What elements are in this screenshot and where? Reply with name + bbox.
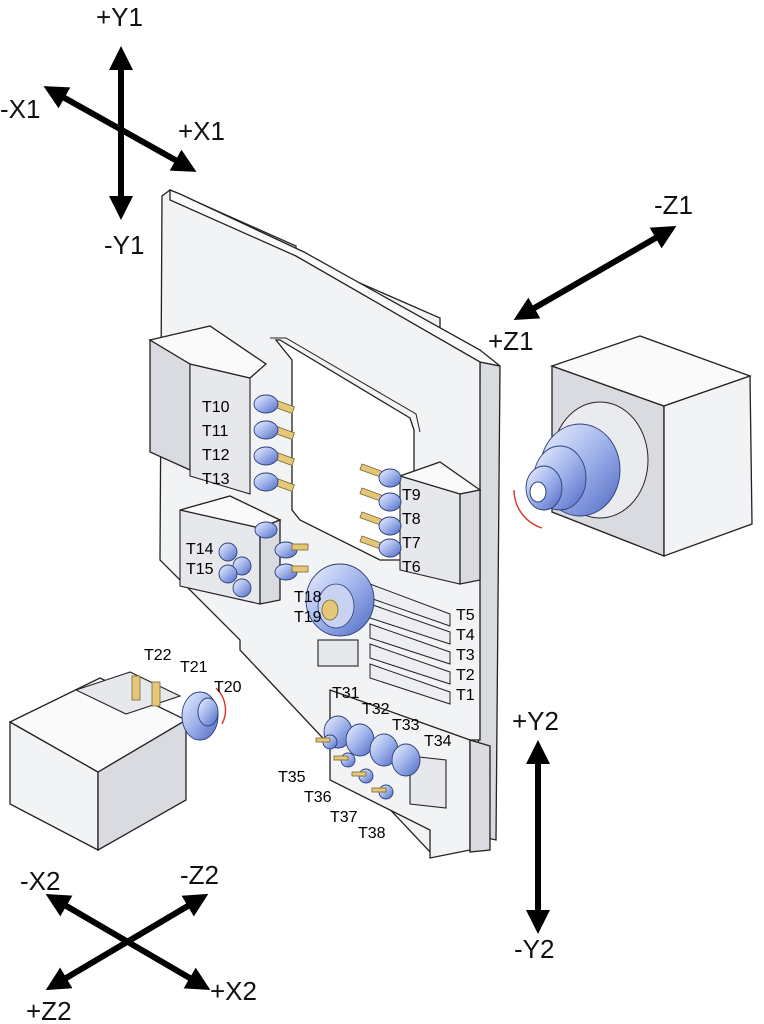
axis-label-z1-neg: -Z1 <box>654 190 693 220</box>
tool-label-t21: T21 <box>180 659 208 676</box>
tool-label-t38: T38 <box>358 825 386 842</box>
tool-label-t18: T18 <box>294 589 322 606</box>
tool-label-t15: T15 <box>186 561 214 578</box>
tool-label-t12: T12 <box>202 447 230 464</box>
tool-label-t31: T31 <box>332 685 360 702</box>
axis-label-y2-neg: -Y2 <box>514 934 554 964</box>
axis-z1-arrow <box>513 225 677 321</box>
tool-label-t35: T35 <box>278 769 306 786</box>
tool-label-t2: T2 <box>456 667 475 684</box>
tool-label-t10: T10 <box>202 399 230 416</box>
axis-x1-arrow <box>43 86 197 172</box>
tool-label-t34: T34 <box>424 733 452 750</box>
tool-label-t4: T4 <box>456 627 475 644</box>
tool-label-t7: T7 <box>402 535 421 552</box>
turret-spindle-t18-t19 <box>305 563 375 667</box>
holder-block-t10-t13 <box>148 325 268 495</box>
tool-label-t22: T22 <box>144 647 172 664</box>
tool-label-t9: T9 <box>402 487 421 504</box>
live-tools-t31-t38 <box>315 715 421 800</box>
tool-label-t32: T32 <box>362 701 390 718</box>
tool-label-t36: T36 <box>304 789 332 806</box>
tool-label-t8: T8 <box>402 511 421 528</box>
axis-label-x2-neg: -X2 <box>20 866 60 896</box>
tool-label-t3: T3 <box>456 647 475 664</box>
live-tools-t6-t9 <box>359 463 402 558</box>
tool-label-t6: T6 <box>402 559 421 576</box>
tool-label-t14: T14 <box>186 541 214 558</box>
tool-label-t20: T20 <box>214 679 242 696</box>
tool-label-t37: T37 <box>330 809 358 826</box>
axis-label-z2-neg: -Z2 <box>180 860 219 890</box>
main-spindle-z1 <box>513 335 753 557</box>
live-tools-t10-t13 <box>253 394 295 492</box>
holder-block-t6-t9 <box>397 461 482 585</box>
tool-label-t1: T1 <box>456 687 475 704</box>
tool-label-t19: T19 <box>294 609 322 626</box>
axis-label-z1-pos: +Z1 <box>488 326 534 356</box>
tool-label-t5: T5 <box>456 607 475 624</box>
live-tools-t14-t15 <box>218 521 309 598</box>
axis-label-y1-pos: +Y1 <box>96 2 143 32</box>
tool-label-t11: T11 <box>202 423 228 440</box>
axis-label-z2-pos: +Z2 <box>26 996 72 1024</box>
axis-z2-arrow <box>45 893 209 991</box>
axis-label-x1-pos: +X1 <box>178 116 225 146</box>
tool-label-t33: T33 <box>392 717 420 734</box>
sub-spindle <box>8 671 227 852</box>
axis-label-x1-neg: -X1 <box>0 94 40 124</box>
axis-label-x2-pos: +X2 <box>210 976 257 1006</box>
axis-label-y1-neg: -Y1 <box>104 230 144 260</box>
tool-label-t13: T13 <box>202 471 230 488</box>
axis-label-y2-pos: +Y2 <box>512 706 559 736</box>
